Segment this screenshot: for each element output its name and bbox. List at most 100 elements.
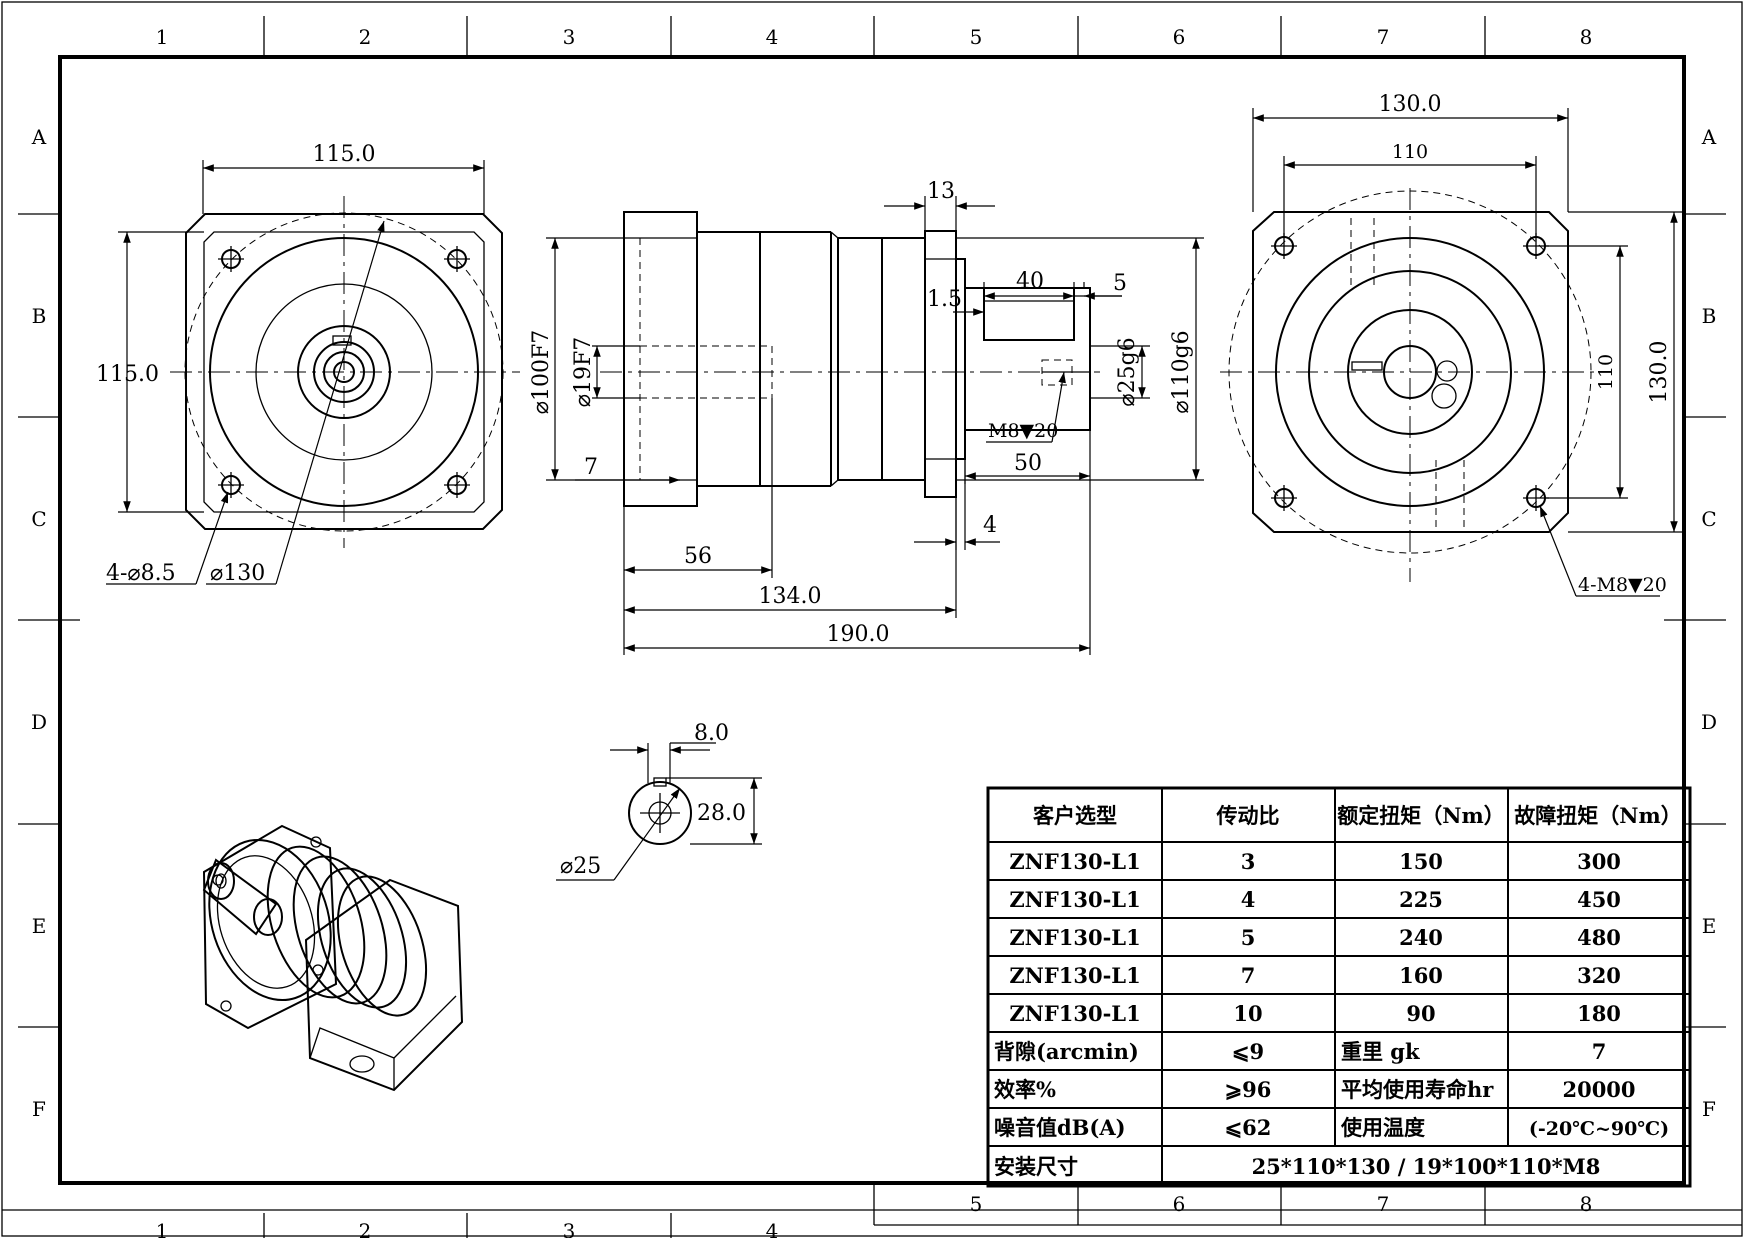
table-cell: 240 (1399, 925, 1443, 950)
shaft-section: 8.0 28.0 ⌀25 (556, 721, 762, 881)
col-label: 3 (563, 25, 576, 49)
table-row: ZNF130-L1 5 240 480 (1009, 925, 1621, 950)
shaft-key-width-dim: 8.0 (694, 721, 729, 746)
col-label: 4 (766, 25, 779, 49)
property-label: 噪音值dB(A) (994, 1115, 1126, 1140)
table-cell: ZNF130-L1 (1009, 925, 1140, 950)
table-cell: 225 (1399, 887, 1443, 912)
side-view: ⌀100F7 ⌀19F7 7 13 40 5 1.5 ⌀25g6 ⌀110g6 (529, 179, 1204, 655)
property-label: 效率% (994, 1077, 1056, 1102)
table-cell: 90 (1406, 1001, 1435, 1026)
col-label-bottom: 5 (970, 1192, 983, 1216)
col-label-bottom: 1 (156, 1219, 169, 1238)
col-label: 5 (970, 25, 983, 49)
table-header-cell: 客户选型 (1033, 803, 1117, 828)
shaft-diameter-dim: ⌀25 (560, 854, 601, 879)
shoulder-dim: 5 (1113, 271, 1127, 296)
flange-thickness-dim: 13 (927, 179, 955, 204)
col-label-bottom: 2 (359, 1219, 372, 1238)
row-label: D (1701, 710, 1717, 734)
property-value: 20000 (1562, 1077, 1635, 1102)
property-label: 平均使用寿命hr (1341, 1077, 1494, 1102)
row-label: B (32, 304, 47, 328)
thread-label: M8▼20 (988, 420, 1058, 442)
rear-bolt-spacing-h: 110 (1392, 141, 1428, 163)
col-label-bottom: 4 (766, 1219, 779, 1238)
col-label: 1 (156, 25, 169, 49)
property-row: 噪音值dB(A) ⩽62 使用温度 (-20℃~90℃) (994, 1115, 1669, 1140)
property-value: ⩾96 (1225, 1077, 1272, 1102)
mount-value: 25*110*130 / 19*100*110*M8 (1252, 1154, 1601, 1179)
table-cell: 4 (1241, 887, 1256, 912)
table-cell: 320 (1577, 963, 1621, 988)
rear-thread-label: 4-M8▼20 (1578, 574, 1667, 596)
output-shaft-dim: ⌀25g6 (1115, 337, 1140, 406)
table-cell: 160 (1399, 963, 1443, 988)
row-label: A (31, 125, 47, 149)
tapped-hole (1271, 485, 1297, 511)
table-cell: ZNF130-L1 (1009, 963, 1140, 988)
col-label-bottom: 7 (1377, 1192, 1390, 1216)
row-label: E (32, 914, 47, 938)
property-row: 效率% ⩾96 平均使用寿命hr 20000 (994, 1077, 1636, 1102)
table-cell: ZNF130-L1 (1009, 887, 1140, 912)
col-label-bottom: 3 (563, 1219, 576, 1238)
rear-view: 130.0 110 110 130.0 4-M8▼20 (1220, 92, 1682, 597)
col-label: 7 (1377, 25, 1390, 49)
column-labels: 1 2 3 4 5 6 7 8 5 6 7 8 1 2 3 4 (156, 25, 1593, 1238)
front-height-dim: 115.0 (96, 362, 159, 387)
property-label: 背隙(arcmin) (994, 1039, 1139, 1064)
property-value: ⩽62 (1225, 1115, 1272, 1140)
mount-hole (218, 246, 244, 272)
table-cell: 7 (1241, 963, 1256, 988)
col-label: 2 (359, 25, 372, 49)
rear-outer-height-dim: 130.0 (1647, 341, 1672, 404)
row-labels: A B C D E F A B C D E F (31, 125, 1717, 1121)
shaft-length-dim: 40 (1016, 269, 1044, 294)
key-offset-dim: 1.5 (927, 287, 962, 312)
col-label-bottom: 6 (1173, 1192, 1186, 1216)
property-value: ⩽9 (1232, 1039, 1264, 1064)
pilot-depth-dim: 7 (584, 455, 598, 480)
row-label: F (32, 1097, 46, 1121)
table-row: ZNF130-L1 10 90 180 (1009, 1001, 1621, 1026)
table-cell: 480 (1577, 925, 1621, 950)
table-cell: 150 (1399, 849, 1443, 874)
col-label-bottom: 8 (1580, 1192, 1593, 1216)
table-header-row: 客户选型 传动比 额定扭矩（Nm） 故障扭矩（Nm） (1033, 803, 1682, 828)
table-cell: 180 (1577, 1001, 1621, 1026)
table-cell: 10 (1233, 1001, 1262, 1026)
table-cell: 450 (1577, 887, 1621, 912)
property-label: 使用温度 (1340, 1115, 1425, 1140)
front-view: 115.0 115.0 4-⌀8.5 ⌀130 (96, 142, 520, 586)
property-label: 重里 gk (1341, 1039, 1420, 1064)
table-row: ZNF130-L1 3 150 300 (1009, 849, 1621, 874)
holes-label: 4-⌀8.5 (106, 561, 176, 586)
property-row: 背隙(arcmin) ⩽9 重里 gk 7 (994, 1039, 1606, 1064)
table-row: ZNF130-L1 4 225 450 (1009, 887, 1621, 912)
motor-depth-dim: 56 (684, 544, 712, 569)
total-length-dim: 190.0 (827, 622, 890, 647)
row-label: E (1702, 914, 1717, 938)
spigot-dim: 4 (983, 513, 997, 538)
key-length-dim: 50 (1014, 451, 1042, 476)
table-header-cell: 额定扭矩（Nm） (1337, 803, 1504, 828)
property-value: 7 (1592, 1039, 1607, 1064)
row-label: C (1701, 507, 1716, 531)
spec-table: 客户选型 传动比 额定扭矩（Nm） 故障扭矩（Nm） ZNF130-L1 3 1… (986, 786, 1692, 1188)
row-label: F (1702, 1097, 1716, 1121)
input-shaft-dim: ⌀19F7 (571, 337, 596, 408)
mount-hole (444, 472, 470, 498)
table-header-cell: 故障扭矩（Nm） (1514, 803, 1681, 828)
mount-label: 安装尺寸 (994, 1154, 1078, 1179)
mount-hole (444, 246, 470, 272)
table-header-cell: 传动比 (1216, 803, 1280, 828)
table-cell: ZNF130-L1 (1009, 849, 1140, 874)
mount-row: 安装尺寸 25*110*130 / 19*100*110*M8 (994, 1154, 1600, 1179)
table-cell: 5 (1241, 925, 1256, 950)
row-label: B (1702, 304, 1717, 328)
input-bore-dim: ⌀100F7 (529, 330, 554, 415)
body-length-dim: 134.0 (759, 584, 822, 609)
